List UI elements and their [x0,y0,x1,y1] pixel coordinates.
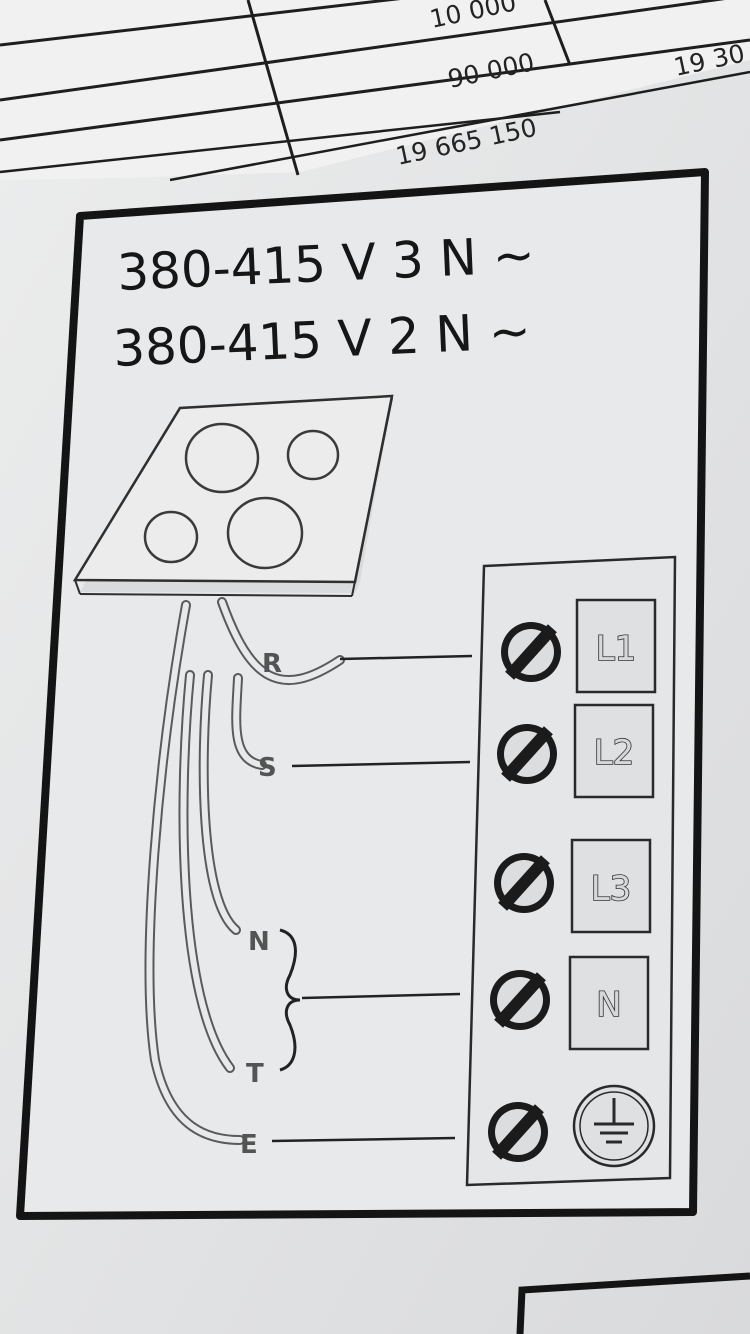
wire-label-e: E [240,1130,258,1160]
wire-label-r: R [262,649,282,679]
next-frame-fragment [516,1272,750,1334]
terminal-screw-l2 [497,724,557,784]
ground-symbol-icon [572,1084,656,1168]
terminal-screw-ground [488,1102,548,1162]
terminal-screw-l3 [494,853,554,913]
wire-label-n: N [248,927,270,957]
terminal-label-l3: L3 [591,869,632,909]
terminal-label-l2: L2 [594,733,635,773]
terminal-screw-l1 [501,622,561,682]
wire-label-t: T [246,1059,264,1089]
terminal-label-n: N [596,985,621,1025]
connection-lines [271,654,473,1143]
wire-label-s: S [258,753,277,783]
cable-bundle [144,597,345,1145]
terminal-block: L1 L2 L3 N [465,555,677,1187]
terminal-screw-n [490,970,550,1030]
cooktop-icon [72,394,394,597]
table-fragment: 10 000 90 000 19 665 150 19 30 [0,0,750,182]
terminal-label-l1: L1 [596,629,637,669]
